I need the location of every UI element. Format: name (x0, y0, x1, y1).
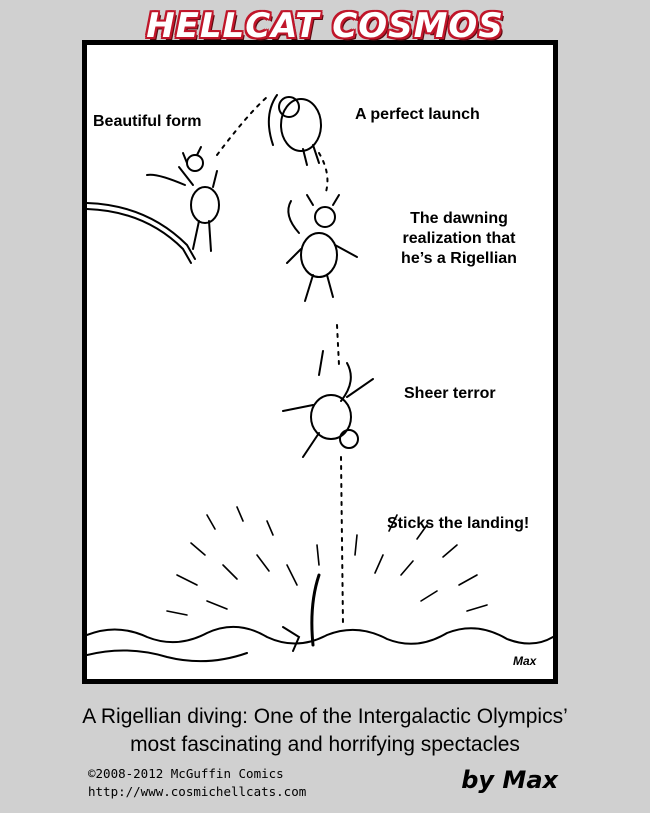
website-link[interactable]: http://www.cosmichellcats.com (88, 784, 307, 799)
copyright-text: ©2008-2012 McGuffin Comics (88, 766, 284, 781)
trajectory-4 (340, 456, 344, 626)
diving-board (87, 202, 196, 260)
label-dawning-line-3: he’s a Rigellian (401, 250, 517, 267)
diving-board-lower (87, 208, 192, 264)
water-ripple (87, 649, 248, 663)
label-dawning-line-1: The dawning (410, 210, 508, 227)
label-beautiful-form: Beautiful form (93, 113, 202, 130)
byline: by Max (461, 766, 558, 794)
comic-panel: Beautiful form A perfect launch The dawn… (82, 40, 558, 684)
comic-title-logo: HELLCAT COSMOS (146, 6, 504, 46)
label-dawning: The dawning realization that he’s a Rige… (389, 209, 529, 269)
comic-drawing (87, 94, 553, 663)
label-dawning-line-2: realization that (402, 230, 516, 247)
diver-figure-3 (286, 194, 358, 302)
diver-figure-4 (282, 350, 374, 458)
landing-tail (310, 573, 321, 647)
splash-lines (166, 506, 488, 616)
trajectory-2 (318, 152, 329, 196)
caption-line-1: A Rigellian diving: One of the Intergala… (82, 705, 568, 728)
landing-hand (282, 626, 301, 652)
artist-signature: Max (513, 654, 537, 668)
trajectory-1 (216, 96, 268, 156)
label-sheer-terror: Sheer terror (404, 385, 496, 402)
label-sticks-the-landing: Sticks the landing! (387, 515, 530, 532)
water-surface (87, 625, 553, 645)
diver-figure-1 (146, 146, 220, 252)
label-perfect-launch: A perfect launch (355, 106, 480, 123)
trajectory-3 (336, 324, 340, 366)
diver-figure-2 (267, 94, 322, 166)
caption-line-2: most fascinating and horrifying spectacl… (130, 733, 520, 756)
